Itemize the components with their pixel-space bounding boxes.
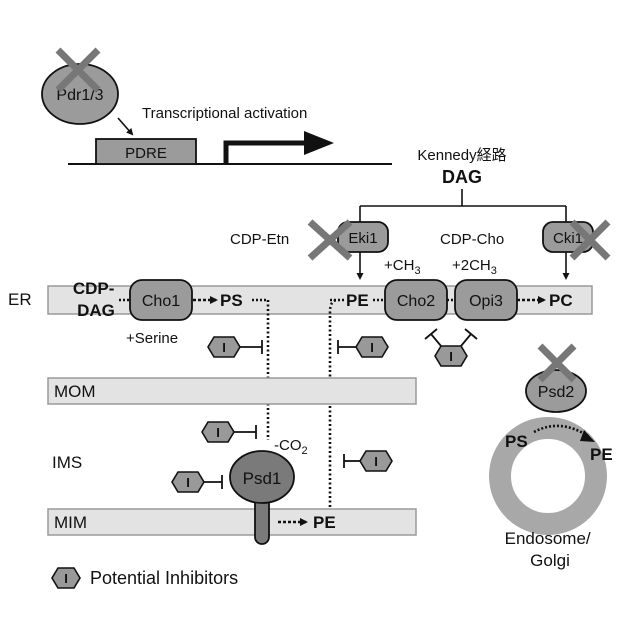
psd2-label: Psd2 — [538, 384, 575, 401]
two-ch3-label: +2CH3 — [452, 257, 497, 277]
eki1-label: Eki1 — [348, 230, 377, 247]
transcription-label: Transcriptional activation — [142, 105, 307, 122]
mito-pe-label: PE — [313, 513, 336, 532]
inhibitor-ims-upper — [202, 422, 256, 442]
transcription-arrow — [226, 143, 308, 164]
endosome-golgi-label: Endosome/ Golgi — [505, 529, 596, 570]
pdre-label: PDRE — [125, 145, 167, 162]
psd1-label: Psd1 — [243, 469, 282, 488]
legend-inhibitor-icon: I — [52, 568, 80, 588]
serine-label: +Serine — [126, 330, 178, 347]
pdr-transcription-group: Pdr1/3 PDRE Transcriptional activation — [42, 50, 392, 164]
ps-label: PS — [220, 291, 243, 310]
mim-membrane — [48, 509, 416, 535]
pdr-to-pdre-arrow — [118, 118, 132, 134]
inhibitor-cho1 — [208, 337, 262, 357]
inhibitor-cho2-opi3 — [425, 329, 477, 366]
kennedy-title: Kennedy経路 — [417, 147, 506, 164]
ch3-label: +CH3 — [384, 257, 421, 277]
legend-label: Potential Inhibitors — [90, 568, 238, 588]
ims-label: IMS — [52, 453, 82, 472]
inhibitor-er-pe — [338, 337, 388, 357]
opi3-label: Opi3 — [469, 293, 503, 310]
svg-text:I: I — [64, 571, 68, 586]
mom-membrane — [48, 378, 416, 404]
mim-label: MIM — [54, 513, 87, 532]
inhibitor-marks — [172, 329, 477, 492]
er-group: ER CDP- DAG Cho1 PS +Serine PE Cho2 Opi3… — [8, 279, 592, 347]
pc-label: PC — [549, 291, 573, 310]
mom-label: MOM — [54, 382, 96, 401]
endosome-group: Psd2 PS PE Endosome/ Golgi — [500, 346, 613, 570]
legend: I Potential Inhibitors — [52, 568, 238, 588]
kennedy-group: Kennedy経路 DAG Eki1 CDP-Etn Cki1 CDP-Cho … — [230, 147, 608, 278]
cdp-etn-label: CDP-Etn — [230, 231, 289, 248]
pe-to-er-path — [330, 300, 338, 516]
inhibitor-ims-right — [344, 451, 392, 471]
inhibitor-psd1 — [172, 472, 222, 492]
cdp-cho-label: CDP-Cho — [440, 231, 504, 248]
cho1-label: Cho1 — [142, 293, 180, 310]
endosome-pe-label: PE — [590, 445, 613, 464]
cho2-label: Cho2 — [397, 293, 435, 310]
er-label: ER — [8, 290, 32, 309]
endosome-ps-label: PS — [505, 432, 528, 451]
er-pe-label: PE — [346, 291, 369, 310]
dag-label: DAG — [442, 167, 482, 187]
transcription-arrow-head — [304, 131, 334, 155]
